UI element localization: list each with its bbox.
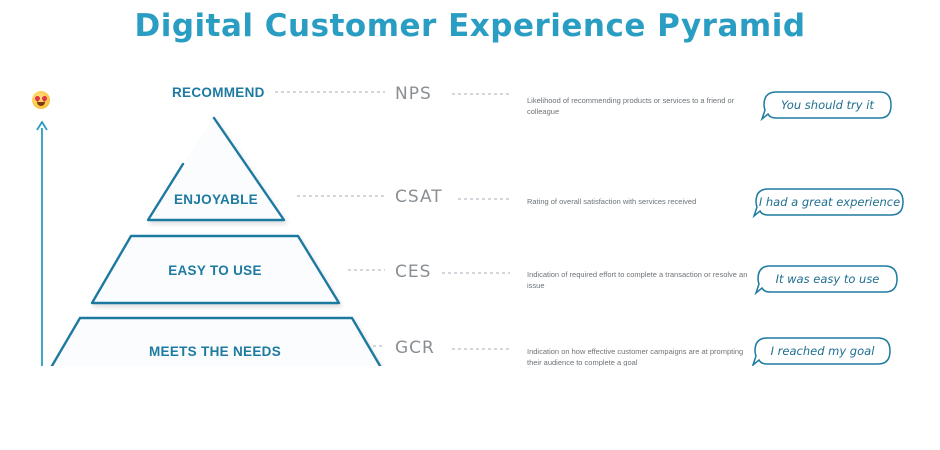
bubble-csat	[752, 188, 904, 219]
description-ces: Indication of required effort to complet…	[527, 270, 748, 290]
pyramid-tiers	[50, 116, 382, 366]
level-label-enjoyable: ENJOYABLE	[174, 192, 258, 207]
quote-nps: You should try it	[781, 98, 874, 112]
tier-easy-to-use	[90, 234, 341, 305]
metric-ces: CES	[395, 262, 432, 282]
page-title: Digital Customer Experience Pyramid	[134, 8, 806, 44]
quote-gcr: I reached my goal	[770, 344, 875, 358]
bubble-ces	[754, 265, 898, 296]
level-label-meets-the-needs: MEETS THE NEEDS	[148, 344, 282, 359]
heart-eyes-emoji-icon	[32, 91, 50, 109]
description-gcr: Indication on how effective customer cam…	[527, 347, 744, 366]
level-label-easy-to-use: EASY TO USE	[168, 263, 262, 278]
bubble-nps	[760, 91, 892, 122]
metric-csat: CSAT	[395, 187, 443, 207]
tier-enjoyable	[146, 116, 286, 222]
metric-gcr: GCR	[395, 338, 435, 358]
bubble-gcr	[751, 337, 891, 366]
quote-ces: It was easy to use	[775, 272, 880, 286]
diagram-graphics	[36, 91, 904, 366]
quote-csat: I had a great experience	[758, 195, 901, 209]
dotted-connectors	[275, 91, 510, 350]
description-nps: Likelihood of recommending products or s…	[527, 96, 735, 116]
progress-arrow	[36, 121, 48, 366]
description-csat: Rating of overall satisfaction with serv…	[527, 197, 697, 206]
pyramid-diagram: RECOMMEND NPS Likelihood of recommending…	[0, 0, 940, 366]
metric-nps: NPS	[395, 84, 432, 104]
speech-bubbles	[751, 91, 904, 366]
tier-meets-the-needs	[50, 316, 382, 366]
level-label-recommend: RECOMMEND	[172, 85, 265, 100]
